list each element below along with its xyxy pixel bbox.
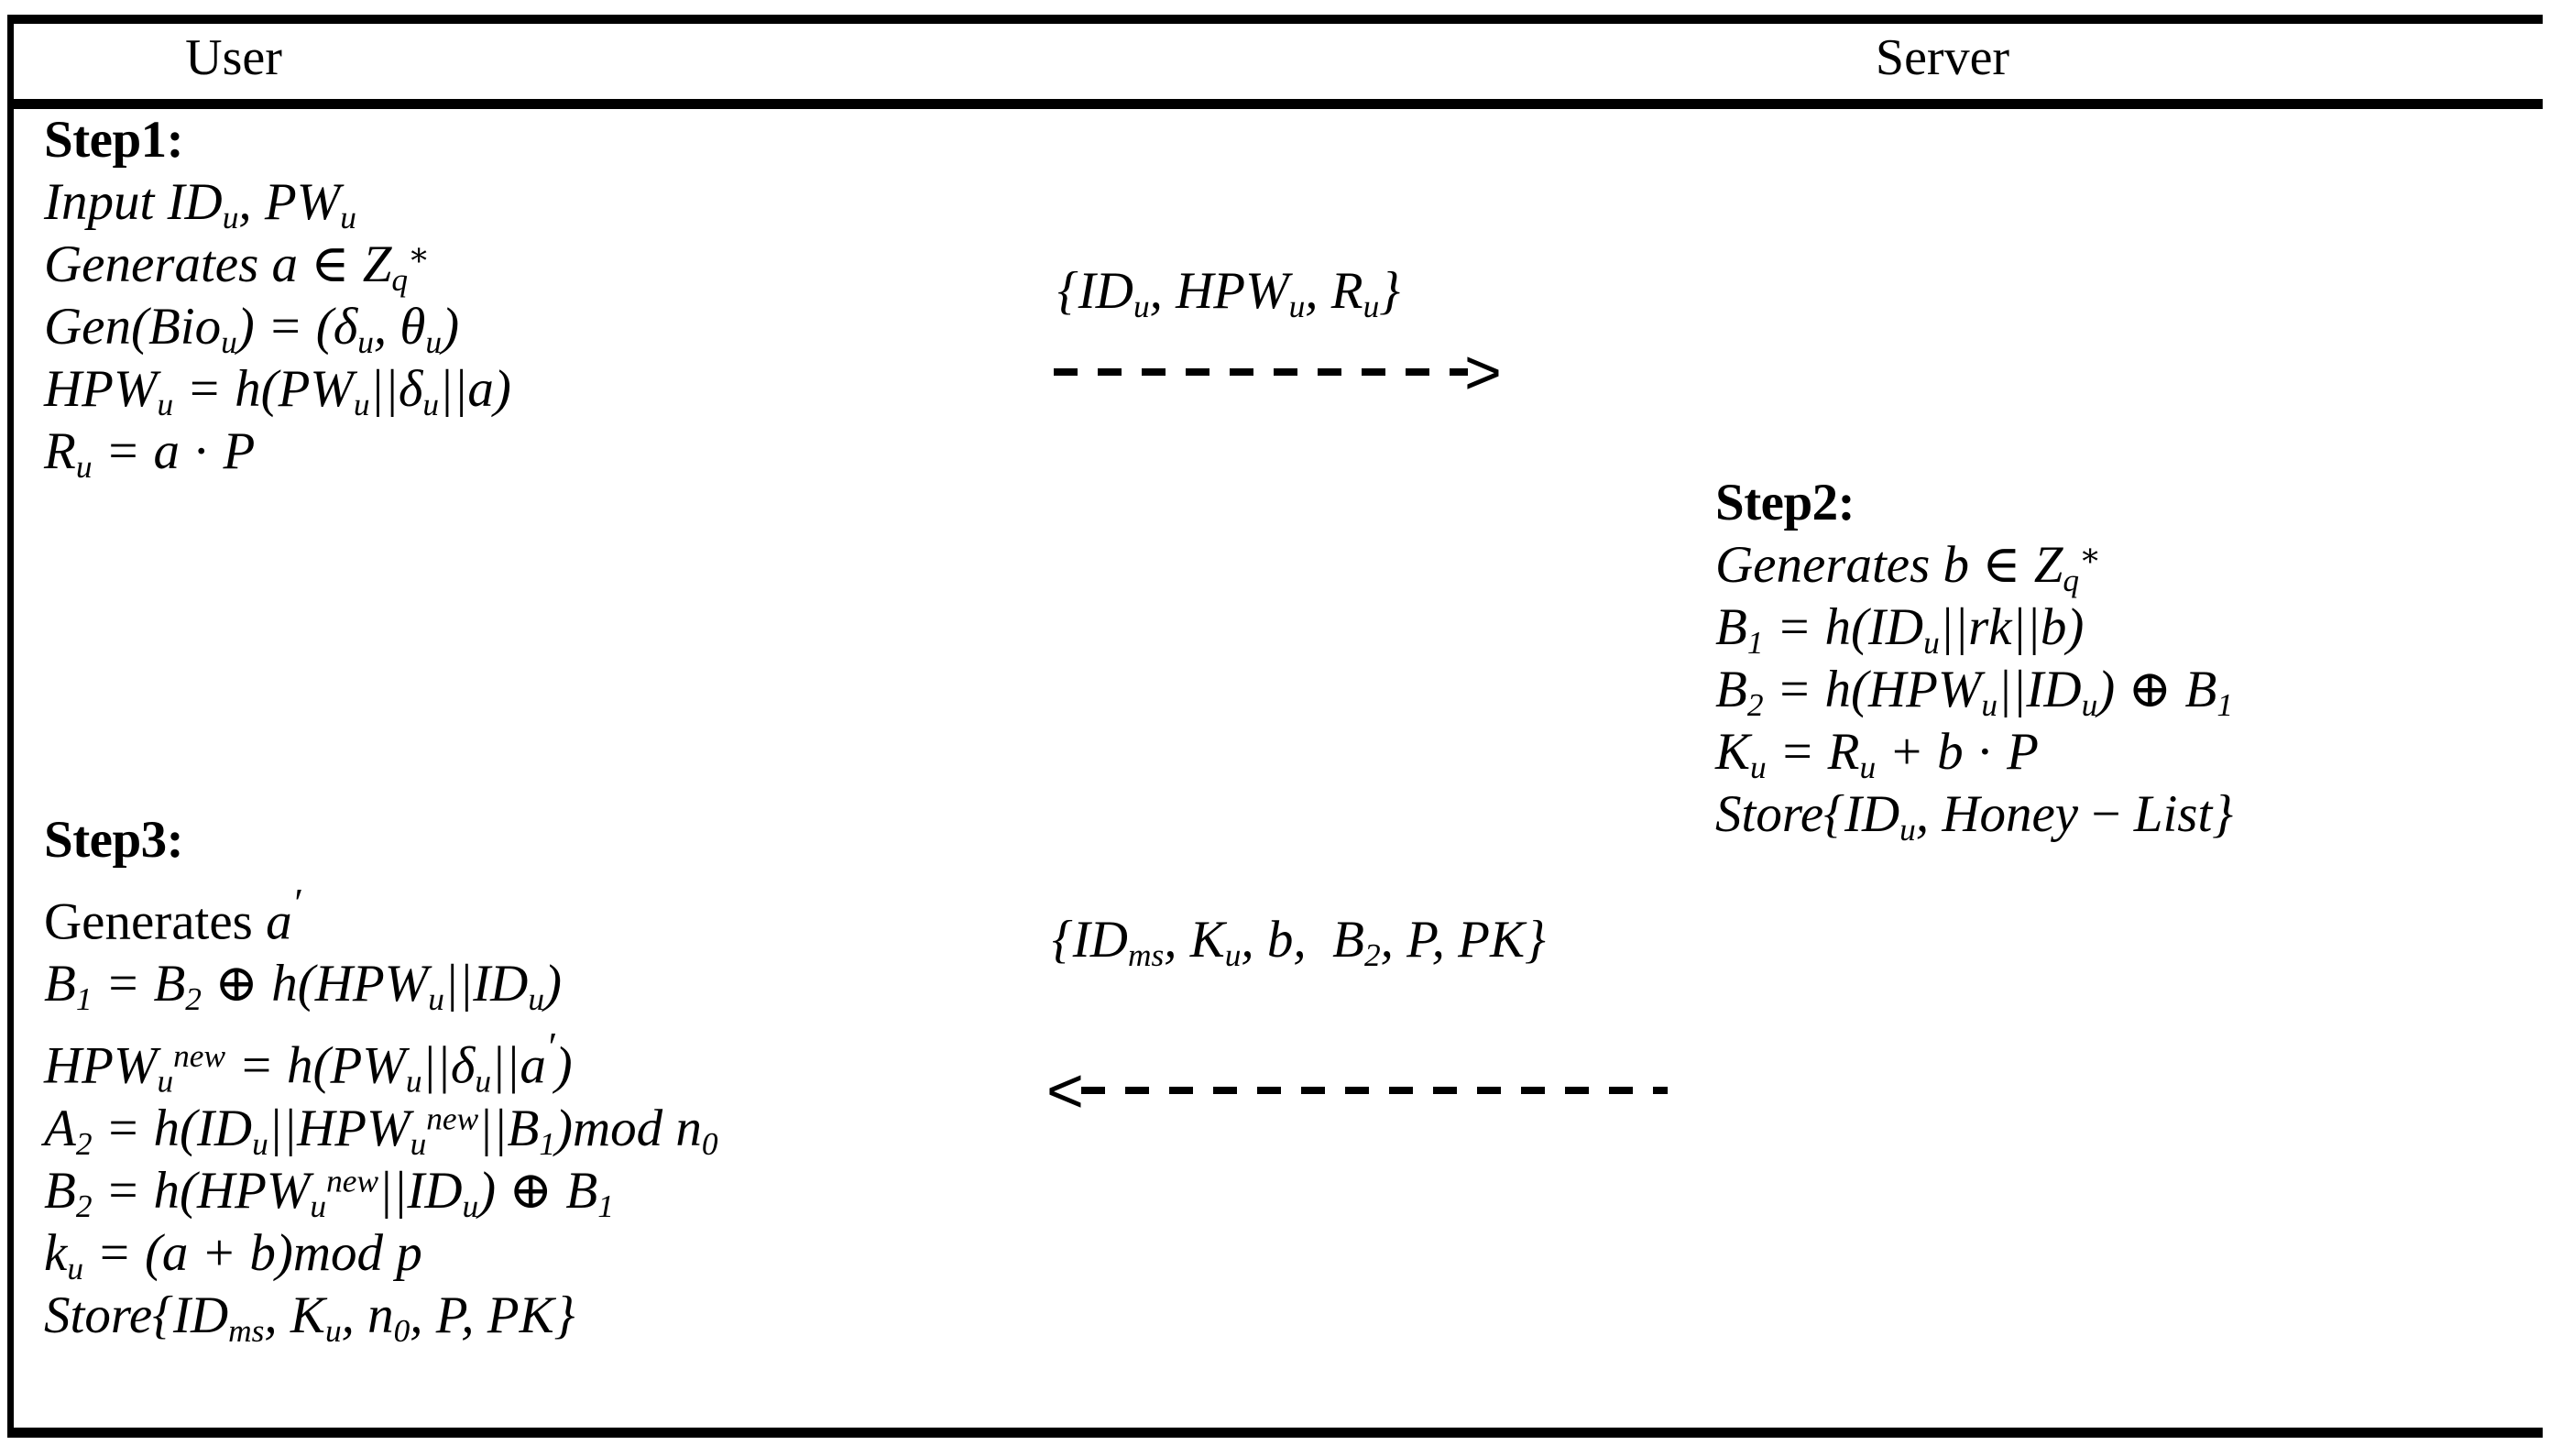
header-bottom-rule xyxy=(7,99,2543,109)
step3-line-generates-aprime: Generates a′ xyxy=(44,880,301,951)
message-2-block: {IDms, Ku, b, B2, P, PK} xyxy=(1052,909,1546,971)
table-bottom-rule xyxy=(7,1428,2543,1438)
arrow-head-left-icon: < xyxy=(1046,1055,1084,1126)
column-header-server: Server xyxy=(1875,29,2010,86)
step2-line-b2: B2 = h(HPWu||IDu) ⊕ B1 xyxy=(1715,661,2233,723)
step1-line-ru: Ru = a · P xyxy=(44,422,256,485)
step2-title: Step2: xyxy=(1715,474,1855,531)
table-top-rule xyxy=(7,15,2543,24)
step3-line-b1: B1 = B2 ⊕ h(HPWu||IDu) xyxy=(44,955,562,1018)
step3-title: Step3: xyxy=(44,811,184,869)
arrow-head-right-icon: > xyxy=(1464,336,1502,408)
step2-line-b1: B1 = h(IDu||rk||b) xyxy=(1715,598,2085,661)
step1-block: Step1: Input IDu, PWu Generates a ∈ Zq∗ … xyxy=(44,109,511,483)
step3-line-hpw-new: HPWunew = h(PWu||δu||a′) xyxy=(44,1024,573,1100)
step3-line-store: Store{IDms, Ku, n0, P, PK} xyxy=(44,1286,575,1349)
message-1-block: {IDu, HPWu, Ru} xyxy=(1057,260,1400,323)
step3-line-b2: B2 = h(HPWunew||IDu) ⊕ B1 xyxy=(44,1161,614,1224)
table-left-border xyxy=(7,15,14,1438)
step2-block: Step2: Generates b ∈ Zq∗ B1 = h(IDu||rk|… xyxy=(1715,472,2233,846)
message-1-arrow: > xyxy=(1052,340,1510,404)
message-2-label: {IDms, Ku, b, B2, P, PK} xyxy=(1052,911,1546,973)
message-1-label: {IDu, HPWu, Ru} xyxy=(1057,262,1401,324)
message-2-arrow-line xyxy=(1081,1087,1668,1094)
step1-title: Step1: xyxy=(44,111,184,169)
step3-block: Step3: Generates a′ B1 = B2 ⊕ h(HPWu||ID… xyxy=(44,809,718,1347)
step1-line-gen-bio: Gen(Biou) = (δu, θu) xyxy=(44,298,460,360)
step2-line-ku: Ku = Ru + b · P xyxy=(1715,723,2039,785)
step3-line-ku: ku = (a + b)mod p xyxy=(44,1223,422,1286)
step1-line-hpw: HPWu = h(PWu||δu||a) xyxy=(44,360,511,422)
step1-line-input: Input IDu, PWu xyxy=(44,173,356,235)
step3-line-a2: A2 = h(IDu||HPWunew||B1)mod n0 xyxy=(44,1099,718,1162)
message-1-arrow-line xyxy=(1054,368,1468,376)
step2-line-store: Store{IDu, Honey − List} xyxy=(1715,785,2234,848)
column-header-user: User xyxy=(185,29,282,86)
message-2-arrow: < xyxy=(1046,1058,1688,1122)
step2-line-generates-b: Generates b ∈ Zq∗ xyxy=(1715,536,2102,598)
step1-line-generates-a: Generates a ∈ Zq∗ xyxy=(44,235,431,298)
